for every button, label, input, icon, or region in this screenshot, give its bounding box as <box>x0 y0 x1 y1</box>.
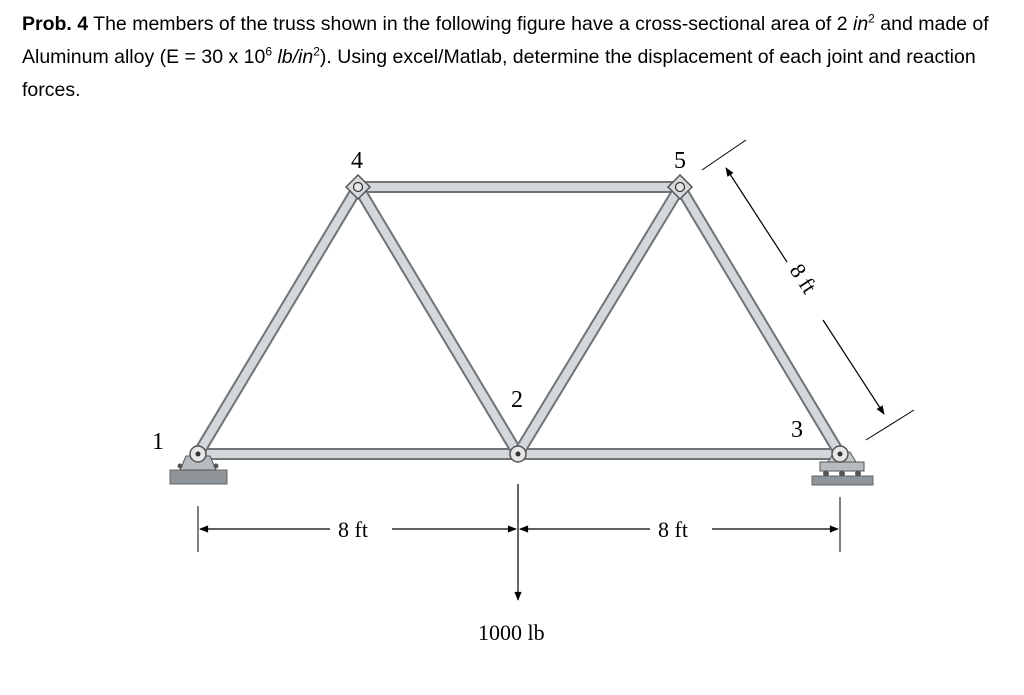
problem-text-2: and made of Aluminum alloy (E = 30 x 10 <box>22 13 989 68</box>
node-label-3: 3 <box>791 417 803 443</box>
modulus-exponent: 6 <box>265 44 273 59</box>
node-label-5: 5 <box>674 148 686 174</box>
member-1-4 <box>192 181 364 460</box>
node-label-1: 1 <box>152 429 164 455</box>
member-4-2 <box>352 181 524 460</box>
problem-number: Prob. 4 <box>22 13 89 35</box>
joint-4 <box>344 173 372 201</box>
modulus-unit: lb/in <box>277 46 314 68</box>
truss-members <box>192 181 846 460</box>
dimension-right: 8 ft <box>519 497 841 552</box>
joint-5 <box>666 173 694 201</box>
joint-1 <box>189 445 207 463</box>
joint-2 <box>509 445 527 463</box>
member-2-5 <box>512 181 686 460</box>
area-exponent: 2 <box>868 11 875 26</box>
pin-support <box>169 455 228 485</box>
node-label-2: 2 <box>511 387 523 413</box>
dimension-label-left: 8 ft <box>338 517 368 542</box>
dimension-label-diagonal: 8 ft <box>785 259 822 298</box>
problem-text-1: The members of the truss shown in the fo… <box>88 13 853 35</box>
joint-3 <box>831 445 849 463</box>
modulus-unit-exponent: 2 <box>313 44 320 59</box>
problem-statement: Prob. 4 The members of the truss shown i… <box>22 8 1002 107</box>
dimension-left: 8 ft <box>197 506 517 552</box>
node-label-4: 4 <box>351 148 363 174</box>
problem-text-3: ). Using excel/Matlab, determine the dis… <box>22 46 976 101</box>
member-5-3 <box>674 181 846 460</box>
load-arrow: 1000 lb <box>478 484 545 645</box>
area-unit: in <box>852 13 869 35</box>
dimension-label-right: 8 ft <box>658 517 688 542</box>
load-label: 1000 lb <box>478 620 545 645</box>
